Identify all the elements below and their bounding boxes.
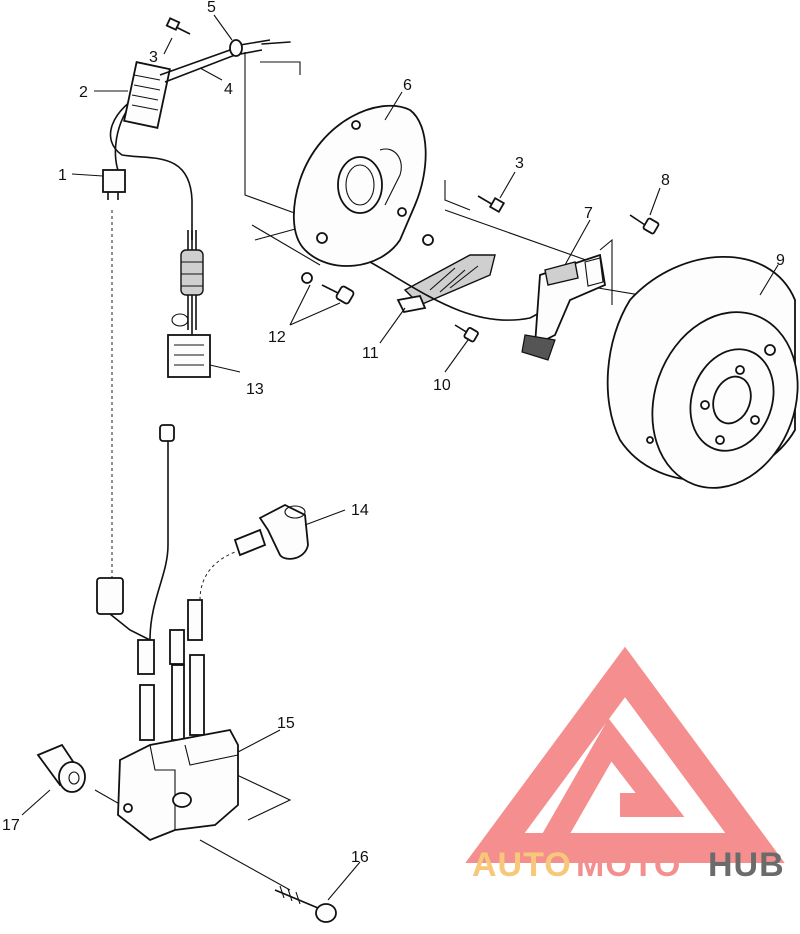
lower-wiring bbox=[96, 424, 236, 675]
callouts: 1 2 3 4 5 6 3 7 8 9 10 11 12 13 14 15 16… bbox=[2, 0, 785, 866]
watermark-text: AUTO MOTO HUB bbox=[472, 846, 785, 884]
callout-14: 14 bbox=[351, 502, 369, 519]
stator-plate bbox=[292, 104, 427, 267]
connector-lower bbox=[96, 577, 124, 615]
upper-harness bbox=[102, 17, 291, 378]
callout-3-right: 3 bbox=[515, 155, 524, 172]
connector-13 bbox=[167, 334, 211, 378]
callout-3-upper: 3 bbox=[149, 49, 158, 66]
spark-plug-cap bbox=[233, 503, 309, 560]
callout-5: 5 bbox=[207, 0, 216, 16]
callout-7: 7 bbox=[584, 205, 593, 222]
flywheel bbox=[606, 255, 799, 489]
callout-13: 13 bbox=[246, 381, 264, 398]
callout-1: 1 bbox=[58, 167, 67, 184]
watermark-moto: MOTO bbox=[576, 846, 681, 884]
regulator-rectifier bbox=[123, 61, 171, 129]
harness-sleeve bbox=[180, 249, 204, 296]
screw-3-upper bbox=[165, 17, 191, 35]
watermark-hub: HUB bbox=[708, 846, 785, 884]
screw-12 bbox=[301, 272, 355, 305]
callout-leaders bbox=[21, 14, 779, 901]
callout-2: 2 bbox=[79, 84, 88, 101]
watermark-logo bbox=[465, 646, 785, 863]
callout-6: 6 bbox=[403, 77, 412, 94]
ignition-coil bbox=[117, 654, 239, 842]
screw-8 bbox=[629, 214, 660, 235]
bolt-16 bbox=[274, 885, 337, 923]
callout-11: 11 bbox=[362, 345, 379, 362]
callout-8: 8 bbox=[661, 172, 670, 189]
reference-lines bbox=[94, 52, 641, 891]
screw-3-right bbox=[477, 195, 506, 214]
screw-10 bbox=[454, 324, 479, 343]
callout-15: 15 bbox=[277, 715, 295, 732]
callout-16: 16 bbox=[351, 849, 369, 866]
callout-17: 17 bbox=[2, 817, 20, 834]
callout-9: 9 bbox=[776, 252, 785, 269]
clamp-5 bbox=[229, 39, 243, 57]
callout-10: 10 bbox=[433, 377, 451, 394]
callout-12: 12 bbox=[268, 329, 286, 346]
charge-coil bbox=[521, 253, 607, 361]
wire-terminal bbox=[159, 424, 175, 442]
pulse-coil bbox=[369, 234, 546, 321]
spacer-17 bbox=[36, 743, 86, 793]
callout-4: 4 bbox=[224, 81, 233, 98]
watermark-auto: AUTO bbox=[472, 846, 572, 884]
connector-1 bbox=[102, 169, 126, 193]
